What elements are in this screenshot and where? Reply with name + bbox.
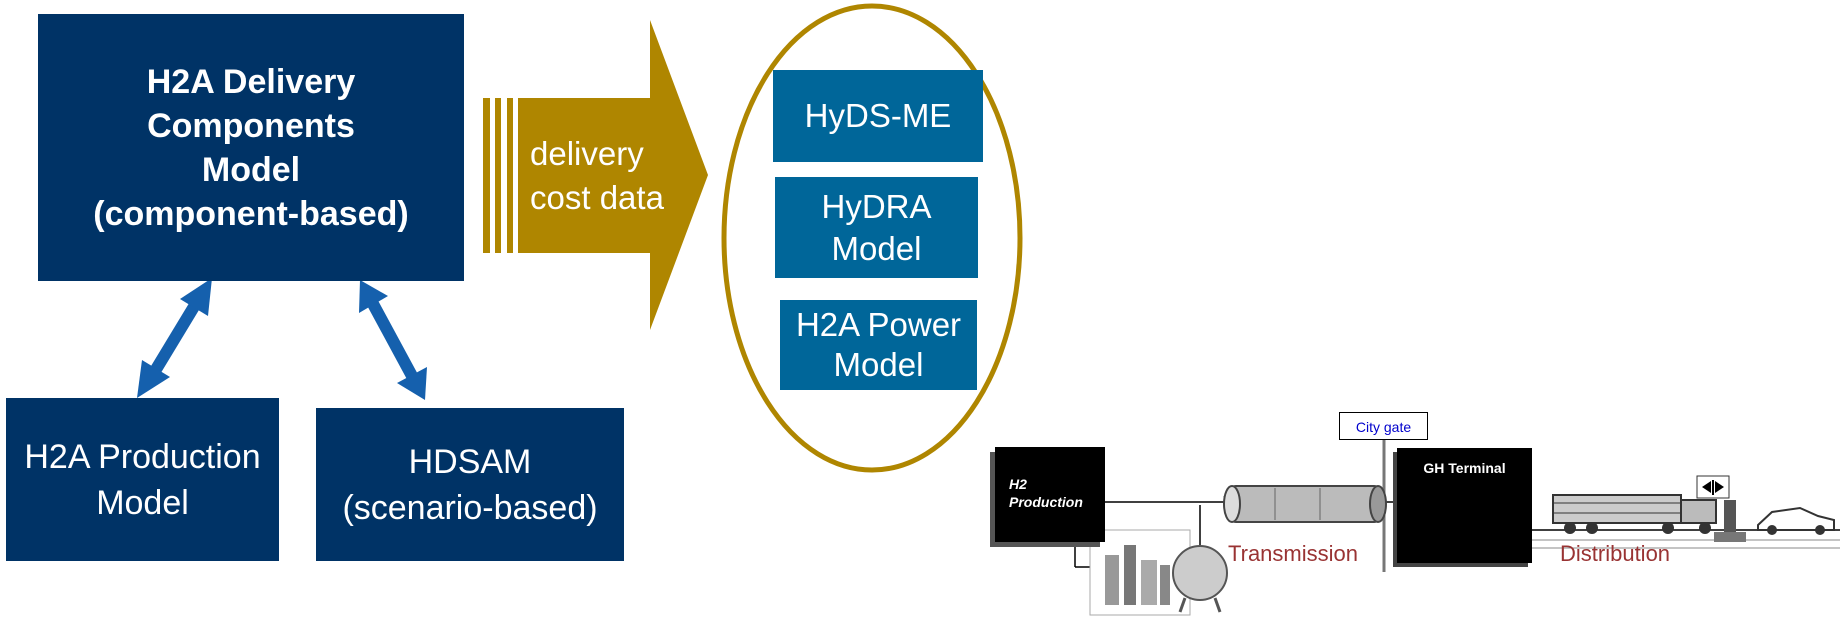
arrow-stripe-1: [483, 98, 490, 253]
h2-production-block: H2 Production: [995, 447, 1105, 542]
production-plant-icon: [1089, 529, 1191, 616]
transmission-pipe-icon: [1223, 485, 1387, 523]
compressor-icon: [1696, 475, 1730, 499]
hdsam-label: HDSAM (scenario-based): [342, 442, 598, 527]
hydra-model-label: HyDRA Model: [821, 187, 932, 267]
dispenser-icon: [1714, 500, 1746, 542]
arrow-stripe-3: [507, 98, 513, 253]
h2a-delivery-components-model-box: H2A Delivery Components Model (component…: [38, 14, 464, 281]
h2a-production-model-box: H2A Production Model: [6, 398, 279, 561]
main-model-label: H2A Delivery Components Model (component…: [93, 62, 409, 233]
production-model-label: H2A Production Model: [24, 437, 261, 522]
gh-terminal-label: GH Terminal: [1423, 460, 1506, 476]
delivery-cost-data-label: delivery cost data: [530, 135, 664, 216]
gh-terminal-block: GH Terminal: [1397, 448, 1532, 563]
tube-trailer-truck-icon: [1552, 494, 1717, 534]
hdsam-box: HDSAM (scenario-based): [316, 408, 624, 561]
consumer-models-oval: [721, 3, 1023, 473]
hyds-me-label: HyDS-ME: [804, 97, 952, 134]
hyds-me-box: HyDS-ME: [773, 70, 983, 162]
distribution-label: Distribution: [1560, 541, 1671, 566]
delivery-cost-arrow: [518, 20, 708, 330]
transmission-label: Transmission: [1228, 541, 1358, 566]
arrow-stripe-2: [495, 98, 501, 253]
link-arrow-hdsam: [359, 280, 427, 400]
h2a-power-model-box: H2A Power Model: [780, 300, 977, 390]
h2a-power-model-label: H2A Power Model: [795, 306, 962, 383]
city-gate-label: City gate: [1339, 412, 1428, 440]
storage-tank-icon: [1172, 545, 1228, 613]
link-arrow-production: [137, 278, 212, 398]
car-icon: [1757, 506, 1835, 535]
hydra-model-box: HyDRA Model: [775, 177, 978, 278]
